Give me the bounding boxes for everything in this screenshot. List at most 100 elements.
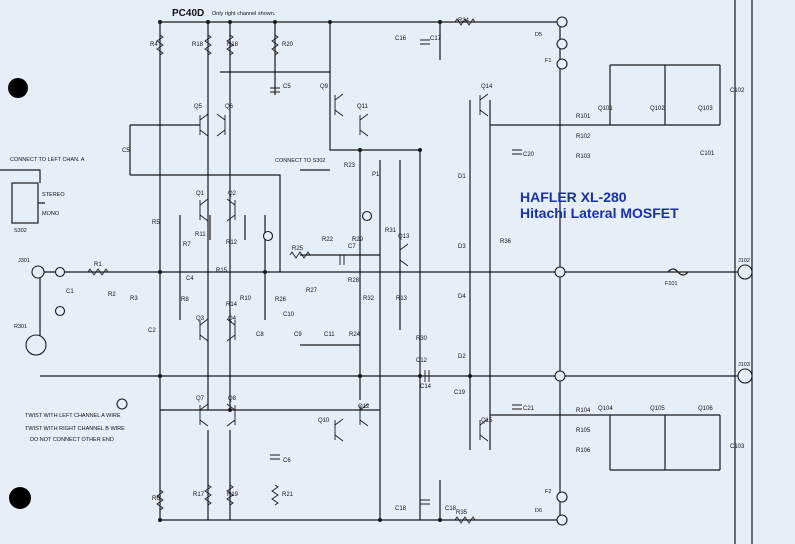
svg-text:C6: C6 [283, 458, 291, 464]
svg-text:Q14: Q14 [481, 84, 493, 90]
svg-text:R1: R1 [94, 262, 102, 268]
svg-text:Q13: Q13 [398, 234, 410, 240]
svg-text:Q3: Q3 [196, 316, 205, 322]
svg-text:C17: C17 [430, 36, 442, 42]
out1-label: J102 [738, 258, 750, 264]
svg-text:C9: C9 [294, 332, 302, 338]
svg-text:C18: C18 [445, 506, 457, 512]
svg-text:R35: R35 [456, 510, 468, 516]
svg-text:Q4: Q4 [228, 316, 237, 322]
svg-text:Q5: Q5 [194, 104, 203, 110]
punch-hole-top [8, 78, 28, 98]
svg-text:R14: R14 [226, 302, 238, 308]
output-jack-j103 [737, 368, 753, 384]
svg-text:C1: C1 [66, 289, 74, 295]
svg-text:C5: C5 [283, 84, 291, 90]
terminal-b [116, 398, 128, 410]
twist-note-1: TWIST WITH LEFT CHANNEL A WIRE [25, 413, 121, 419]
svg-text:R104: R104 [576, 408, 591, 414]
svg-text:C20: C20 [523, 152, 535, 158]
svg-text:R105: R105 [576, 428, 591, 434]
svg-text:R30: R30 [416, 336, 428, 342]
driver-verticals [379, 22, 441, 520]
svg-text:Q9: Q9 [320, 84, 329, 90]
svg-text:Q2: Q2 [228, 191, 237, 197]
svg-text:C7: C7 [348, 244, 356, 250]
svg-text:P1: P1 [372, 172, 380, 178]
twist-note-2: TWIST WITH RIGHT CHANNEL B WIRE [25, 426, 125, 432]
svg-text:R12: R12 [226, 240, 238, 246]
svg-text:C8: C8 [256, 332, 264, 338]
svg-text:C14: C14 [420, 384, 432, 390]
svg-text:R36: R36 [500, 239, 512, 245]
channel-note: Only right channel shown. [212, 11, 276, 17]
terminal-test-2 [361, 210, 373, 222]
svg-text:R21: R21 [282, 492, 294, 498]
svg-text:R11: R11 [195, 232, 206, 238]
title-line-1: HAFLER XL-280 [520, 189, 627, 205]
d5-label: D5 [535, 32, 542, 38]
resistor-symbols [87, 18, 476, 524]
switch-label: S302 [14, 228, 27, 234]
svg-text:R17: R17 [193, 492, 205, 498]
terminal-4 [556, 38, 568, 50]
svg-text:R3: R3 [130, 296, 138, 302]
switch-wires [0, 169, 45, 204]
terminal-bottom-2 [556, 491, 568, 503]
svg-text:Q6: Q6 [225, 104, 234, 110]
svg-text:R4: R4 [150, 42, 158, 48]
svg-text:R101: R101 [576, 114, 591, 120]
svg-text:C18: C18 [395, 506, 407, 512]
svg-text:Q10: Q10 [318, 418, 330, 424]
svg-text:Q8: Q8 [228, 396, 237, 402]
q5-q6-branches [207, 22, 231, 140]
svg-text:Q11: Q11 [357, 104, 369, 110]
svg-text:D1: D1 [458, 174, 466, 180]
svg-text:R15: R15 [216, 268, 228, 274]
center-verticals [207, 140, 231, 410]
model-label: PC40D [172, 8, 204, 19]
svg-text:R31: R31 [385, 228, 397, 234]
terminal-ground [554, 370, 566, 382]
fuse-f101 [667, 268, 689, 276]
driver-stage [329, 22, 421, 520]
svg-text:R32: R32 [363, 296, 375, 302]
mono-label: MONO [42, 211, 60, 217]
svg-text:R103: R103 [576, 154, 591, 160]
svg-text:Q105: Q105 [650, 406, 665, 412]
svg-text:C103: C103 [730, 444, 745, 450]
terminal-2 [54, 305, 66, 317]
terminal-bottom [556, 514, 568, 526]
f2-label: F2 [545, 489, 551, 495]
svg-text:C2: C2 [148, 328, 156, 334]
svg-text:Q7: Q7 [196, 396, 205, 402]
svg-text:R27: R27 [306, 288, 318, 294]
svg-text:D2: D2 [458, 354, 466, 360]
svg-text:Q1: Q1 [196, 191, 205, 197]
terminal-test [262, 230, 274, 242]
terminal-a-top [556, 16, 568, 28]
transistor-symbols [199, 93, 489, 442]
svg-text:R102: R102 [576, 134, 591, 140]
out2-label: J103 [738, 362, 750, 368]
output-stage-verticals [469, 100, 491, 450]
svg-text:C102: C102 [730, 88, 745, 94]
fuse-label: F101 [665, 281, 678, 287]
svg-text:D4: D4 [458, 294, 466, 300]
svg-text:Q104: Q104 [598, 406, 613, 412]
pot-label: R301 [14, 324, 27, 330]
svg-text:C4: C4 [186, 276, 194, 282]
svg-text:Q103: Q103 [698, 106, 713, 112]
lower-stage [160, 409, 380, 520]
svg-text:R13: R13 [396, 296, 408, 302]
junction-nodes [158, 20, 472, 522]
jack-in-label: J301 [18, 258, 30, 264]
svg-text:C101: C101 [700, 151, 715, 157]
svg-text:C19: C19 [454, 390, 466, 396]
component-labels: R4 R18 R18 R20 C5 Q5 Q6 Q9 Q11 C5 Q1 Q2 … [66, 18, 745, 516]
svg-text:R28: R28 [348, 278, 360, 284]
svg-text:C12: C12 [416, 358, 428, 364]
svg-text:R18: R18 [192, 42, 204, 48]
d6-label: D6 [535, 508, 542, 514]
